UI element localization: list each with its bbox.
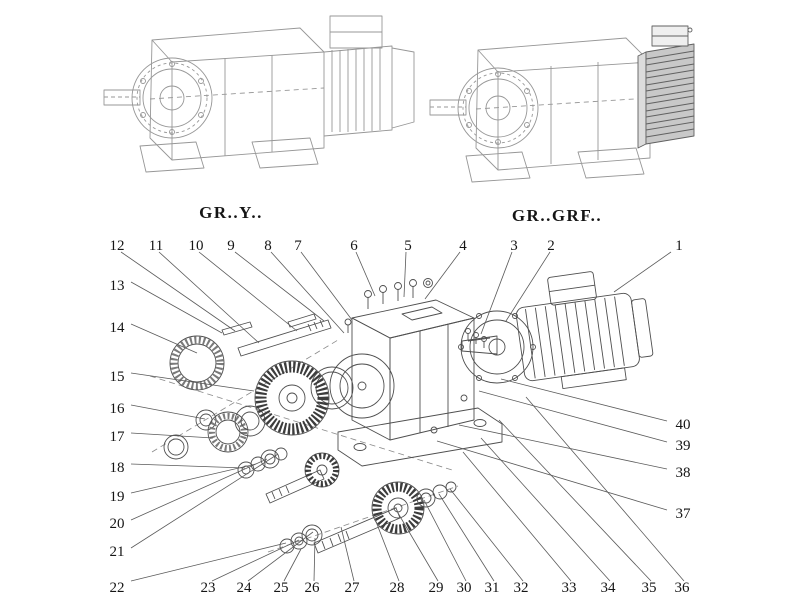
bearings [207,405,266,453]
callout-1: 1 [675,238,683,254]
callout-38: 38 [676,465,691,481]
callout-23: 23 [201,580,216,596]
callout-31: 31 [485,580,500,596]
exploded-view [149,271,654,554]
callout-9: 9 [227,238,235,254]
main-gear-wheel [254,360,354,436]
callout-35: 35 [642,580,657,596]
callout-26: 26 [305,580,321,596]
callout-7: 7 [294,238,302,254]
callout-8: 8 [264,238,272,254]
intermediate-pinion-assembly [237,447,340,504]
callout-6: 6 [350,238,358,254]
output-shaft-assembly [279,481,457,554]
callout-numbers: 12 11 10 9 8 7 6 5 4 3 2 1 13 14 15 16 1… [110,238,692,596]
callout-22: 22 [110,580,125,596]
callout-18: 18 [110,460,125,476]
callout-15: 15 [110,369,125,385]
callout-14: 14 [110,320,126,336]
gearbox-housing [329,299,503,467]
callout-32: 32 [514,580,529,596]
callout-33: 33 [562,580,577,596]
grf-cover-block [637,25,695,149]
callout-13: 13 [110,278,125,294]
callout-20: 20 [110,516,125,532]
callout-2: 2 [547,238,555,254]
callout-40: 40 [676,417,691,433]
gearmotor-illustration-gr-grf [429,25,695,183]
callout-24: 24 [237,580,253,596]
variant-label-gr-grf: GR..GRF.. [512,206,602,225]
callout-10: 10 [189,238,204,254]
callout-5: 5 [404,238,412,254]
callout-29: 29 [429,580,444,596]
callout-19: 19 [110,489,125,505]
bearing-cover-and-seal [163,335,225,460]
callout-11: 11 [149,238,163,254]
input-shaft-and-keys [221,313,332,357]
callout-30: 30 [457,580,472,596]
motor-assembly [458,271,654,390]
callout-3: 3 [510,238,518,254]
callout-4: 4 [459,238,467,254]
callout-27: 27 [345,580,361,596]
callout-12: 12 [110,238,125,254]
leader-lines [120,251,685,582]
housing-top-bolts [364,278,433,309]
gearmotor-illustration-gr-y [103,15,415,173]
callout-25: 25 [274,580,289,596]
callout-17: 17 [110,429,126,445]
callout-16: 16 [110,401,126,417]
callout-21: 21 [110,544,125,560]
callout-37: 37 [676,506,692,522]
callout-39: 39 [676,438,691,454]
callout-28: 28 [390,580,405,596]
callout-34: 34 [601,580,617,596]
variant-label-gr-y: GR..Y.. [199,203,263,222]
callout-36: 36 [675,580,691,596]
